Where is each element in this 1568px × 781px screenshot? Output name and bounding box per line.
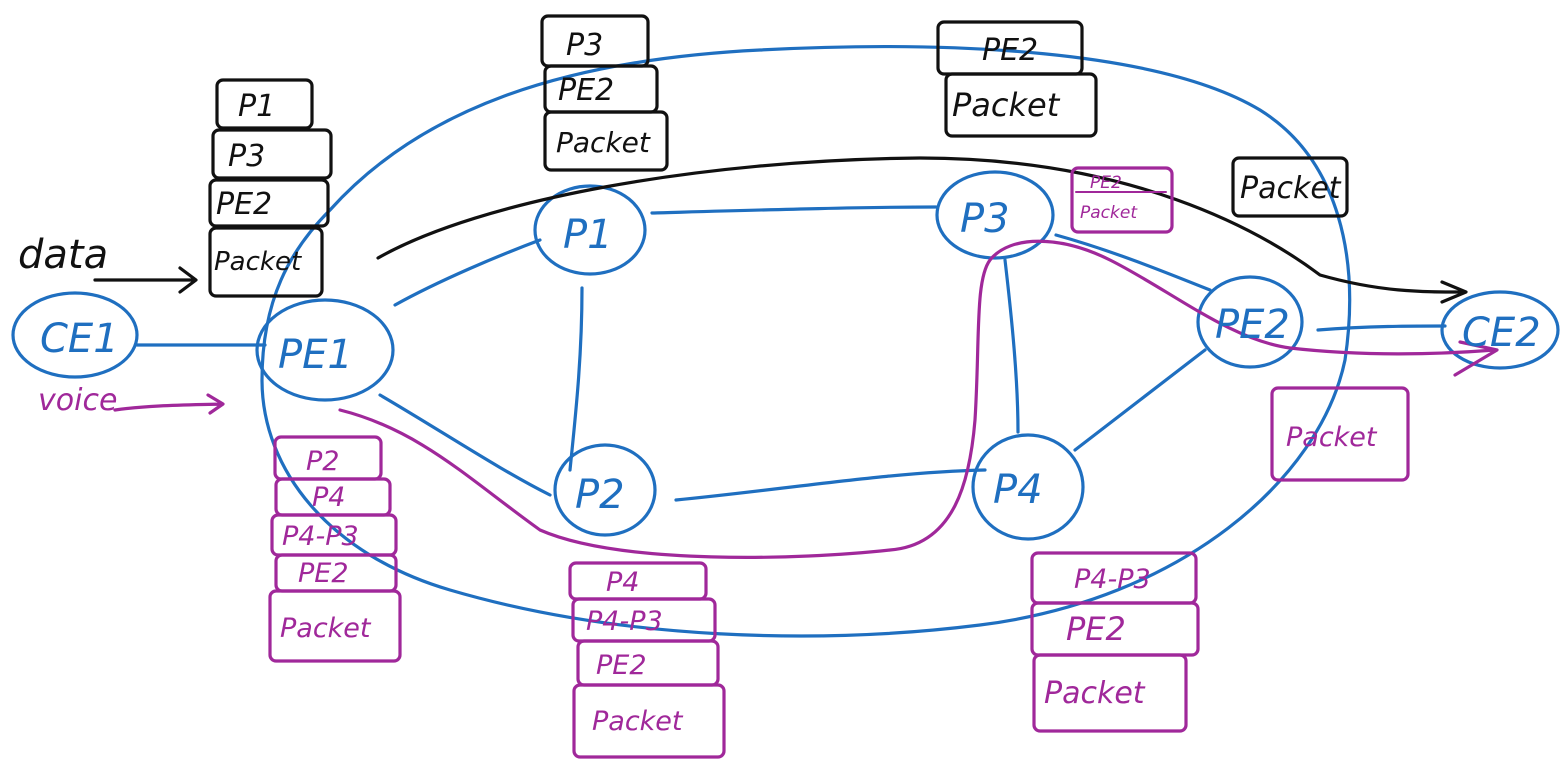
p2-node: [553, 443, 657, 537]
pe1-node: [255, 298, 395, 402]
voice-stack-pe1-label-3: PE2: [298, 558, 349, 589]
link-p1-p2: [568, 286, 584, 472]
data-stack-pe1-label-2: PE2: [216, 187, 272, 222]
link-p3-p4: [1003, 258, 1020, 434]
voice-stack-p2-label-0: P4: [606, 567, 639, 598]
link-pe2-ce2: [1316, 324, 1447, 332]
data-stack-p3: PE2 Packet: [936, 20, 1098, 138]
voice-path-arrow: [338, 239, 1497, 559]
voice-stack-p2-label-2: PE2: [596, 650, 647, 681]
p2-label: P2: [575, 472, 625, 518]
voice-stack-p4-label-1: PE2: [1066, 610, 1126, 648]
data-stack-p3-label-1: Packet: [952, 86, 1061, 124]
data-label: data: [18, 232, 108, 278]
voice-stack-p4-label-2: Packet: [1044, 676, 1146, 711]
data-stack-p1: P3 PE2 Packet: [540, 14, 669, 172]
data-stack-pe1-label-1: P3: [228, 139, 265, 174]
voice-stack-pe1-label-4: Packet: [280, 613, 372, 644]
data-path-arrowhead: [1440, 280, 1468, 304]
voice-stack-p4: P4-P3 PE2 Packet: [1030, 551, 1200, 733]
voice-stack-p3-label-1: Packet: [1080, 203, 1138, 223]
data-stack-p1-label-1: PE2: [558, 73, 614, 108]
pe2-label: PE2: [1215, 302, 1290, 348]
ce1-label: CE1: [40, 316, 119, 362]
data-stack-pe1: P1 P3 PE2 Packet: [208, 78, 333, 298]
link-p1-p3: [650, 205, 938, 215]
voice-stack-pe1-label-2: P4-P3: [282, 521, 359, 552]
voice-stack-pe1-label-0: P2: [306, 446, 339, 477]
data-stack-pe2-label-0: Packet: [1240, 171, 1342, 206]
data-input-arrow: [93, 266, 198, 294]
voice-label: voice: [38, 383, 117, 418]
voice-stack-p3: PE2 Packet: [1070, 166, 1174, 234]
voice-stack-p2-label-3: Packet: [592, 706, 684, 737]
ce1-node: [11, 291, 139, 379]
ce2-node: [1440, 290, 1560, 370]
data-path-arrow: [376, 156, 1467, 294]
voice-stack-p2: P4 P4-P3 PE2 Packet: [568, 561, 726, 759]
pe1-label: PE1: [278, 332, 353, 378]
link-p4-pe2: [1073, 348, 1207, 452]
voice-path-arrowhead: [1453, 340, 1499, 377]
data-stack-pe1-label-0: P1: [238, 89, 275, 124]
link-p3-pe2: [1054, 233, 1212, 292]
pe2-node: [1196, 275, 1304, 369]
data-stack-pe2: Packet: [1231, 156, 1349, 218]
link-pe1-p1: [393, 238, 542, 307]
voice-stack-pe2-label-0: Packet: [1286, 422, 1378, 453]
voice-stack-pe2: Packet: [1270, 386, 1410, 482]
voice-stack-pe1: P2 P4 P4-P3 PE2 Packet: [268, 435, 402, 663]
p4-node: [971, 433, 1085, 541]
p3-label: P3: [960, 196, 1010, 242]
link-p2-p4: [674, 468, 987, 502]
p3-node: [935, 170, 1055, 260]
voice-stack-p4-label-0: P4-P3: [1074, 564, 1151, 595]
p4-label: P4: [993, 467, 1043, 513]
p1-node: [533, 184, 647, 276]
data-stack-p1-label-2: Packet: [556, 126, 651, 159]
voice-input-arrow: [113, 393, 225, 415]
data-stack-pe1-label-3: Packet: [214, 247, 302, 277]
data-stack-p1-label-0: P3: [566, 28, 603, 63]
data-stack-p3-label-0: PE2: [982, 33, 1038, 68]
voice-stack-pe1-label-1: P4: [312, 482, 345, 513]
voice-stack-p3-label-0: PE2: [1090, 173, 1122, 193]
ce2-label: CE2: [1462, 310, 1541, 356]
voice-stack-p2-label-1: P4-P3: [586, 606, 663, 637]
p1-label: P1: [563, 212, 613, 258]
outer-tunnel-loop: [260, 45, 1352, 638]
link-pe1-p2: [378, 393, 552, 497]
